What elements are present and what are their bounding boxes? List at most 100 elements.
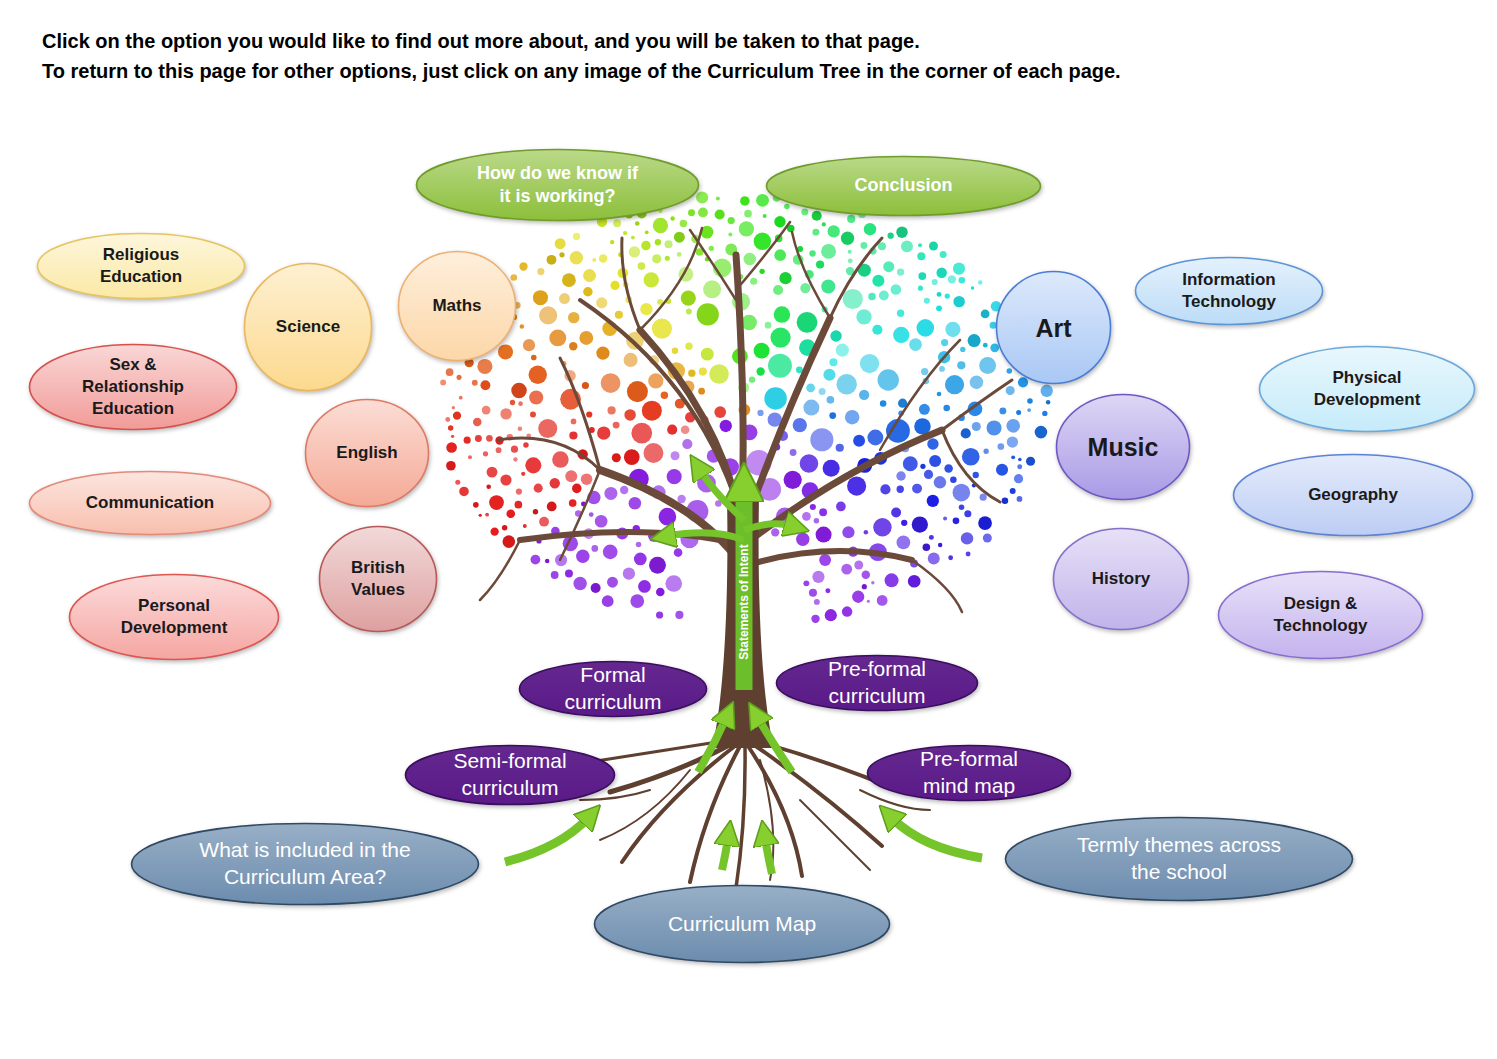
canopy-dot (848, 258, 853, 263)
canopy-dot (681, 425, 690, 434)
tree-root (736, 746, 745, 888)
canopy-dot (920, 464, 925, 469)
canopy-dot (836, 444, 844, 452)
canopy-dot (822, 222, 826, 226)
canopy-dot (953, 484, 971, 502)
canopy-dot (1046, 400, 1050, 404)
canopy-dot (862, 571, 870, 579)
canopy-dot (635, 221, 640, 226)
canopy-dot (511, 274, 518, 281)
canopy-dot (970, 375, 984, 389)
canopy-dot (912, 484, 922, 494)
curriculum-bubble: Information Technology (1134, 256, 1324, 326)
canopy-dot (883, 261, 894, 272)
tree-branch (880, 340, 960, 450)
canopy-dot (841, 564, 852, 575)
canopy-dot (511, 446, 518, 453)
canopy-dot (784, 204, 790, 210)
canopy-dot (523, 524, 527, 528)
canopy-dot (665, 240, 673, 248)
canopy-dot (502, 525, 507, 530)
canopy-dot (629, 497, 642, 510)
canopy-dot (688, 209, 695, 216)
bubble-text: Geography (1308, 484, 1398, 506)
canopy-dot (518, 401, 523, 406)
canopy-dot (681, 291, 696, 306)
canopy-dot (586, 411, 592, 417)
canopy-dot (860, 242, 867, 249)
canopy-dot (453, 412, 461, 420)
canopy-dot (533, 290, 548, 305)
canopy-dot (934, 476, 946, 488)
canopy-dot (620, 486, 628, 494)
curriculum-bubble: Pre-formal mind map (866, 744, 1072, 802)
instruction-text: To return to this page for other options… (42, 60, 1121, 83)
canopy-dot (848, 250, 852, 254)
bubble-text: Science (276, 316, 340, 338)
canopy-dot (682, 439, 692, 449)
canopy-dot (464, 437, 471, 444)
canopy-dot (473, 502, 479, 508)
bubble-ellipse (595, 886, 890, 963)
canopy-dot (573, 577, 586, 590)
canopy-dot (997, 443, 1004, 450)
canopy-dot (847, 477, 866, 496)
canopy-dot (537, 268, 544, 275)
curriculum-bubble: Personal Development (68, 573, 280, 661)
canopy-dot (929, 535, 934, 540)
bubble-outline (1217, 570, 1424, 660)
canopy-dot (801, 209, 808, 216)
canopy-dot (936, 305, 942, 311)
canopy-dot (583, 269, 596, 282)
canopy-dot (489, 495, 504, 510)
bubble-text: Physical Development (1292, 367, 1442, 411)
canopy-dot (999, 407, 1006, 414)
canopy-dot (756, 367, 764, 375)
canopy-dot (943, 405, 950, 412)
canopy-dot (800, 454, 819, 473)
canopy-dot (473, 418, 482, 427)
canopy-dot (500, 408, 511, 419)
canopy-dot (896, 226, 907, 237)
canopy-dot (485, 513, 489, 517)
canopy-dot (868, 293, 876, 301)
canopy-dot (608, 406, 616, 414)
canopy-dot (583, 287, 592, 296)
bubble-outline (318, 525, 438, 633)
bubble-text: Maths (432, 295, 481, 317)
canopy-dot (482, 406, 491, 415)
canopy-dot (445, 417, 450, 422)
bubble-ellipse (320, 527, 437, 632)
canopy-dot (516, 488, 522, 494)
canopy-dot (809, 589, 817, 597)
canopy-dot (513, 457, 517, 461)
tree-branch (560, 358, 600, 470)
canopy-dot (630, 594, 644, 608)
bubble-text: How do we know if it is working? (475, 162, 640, 208)
growth-arrow (505, 818, 588, 862)
canopy-dot (455, 480, 460, 485)
canopy-dot (859, 390, 869, 400)
canopy-dot (624, 449, 640, 465)
canopy-dot (891, 284, 902, 295)
bubble-text: Religious Education (86, 244, 196, 288)
canopy-dot (867, 600, 870, 603)
canopy-dot (924, 298, 930, 304)
canopy-dot (854, 561, 863, 570)
canopy-dot (446, 461, 456, 471)
canopy-dot (511, 383, 527, 399)
tree-branch (912, 560, 962, 612)
canopy-dot (475, 435, 482, 442)
bubble-ellipse (1136, 258, 1323, 325)
canopy-dot (830, 330, 841, 341)
canopy-dot (843, 289, 863, 309)
canopy-dot (569, 342, 577, 350)
canopy-dot (641, 241, 650, 250)
canopy-dot (774, 306, 790, 322)
canopy-dot (652, 319, 672, 339)
canopy-dot (728, 217, 735, 224)
canopy-dot (796, 533, 809, 546)
canopy-dot (871, 581, 874, 584)
canopy-dot (828, 225, 840, 237)
canopy-dot (715, 209, 725, 219)
